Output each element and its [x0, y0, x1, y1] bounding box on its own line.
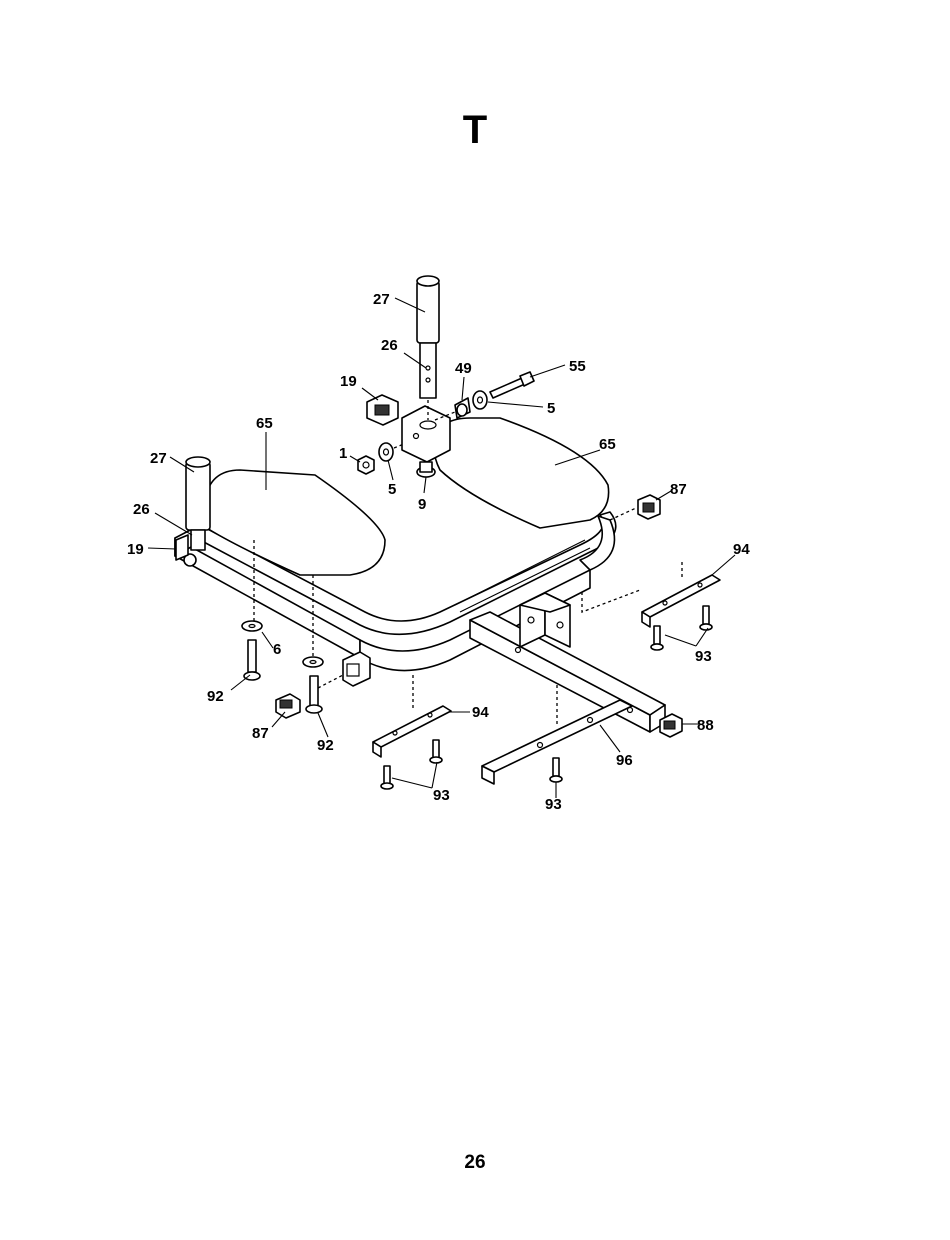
label-55: 55	[569, 358, 586, 375]
bolt-55	[490, 372, 534, 398]
label-65-left: 65	[256, 415, 273, 432]
label-5-left: 5	[388, 481, 396, 498]
label-9: 9	[418, 496, 426, 513]
left-pad	[203, 470, 385, 575]
label-19-left: 19	[127, 541, 144, 558]
label-93-bottom: 93	[545, 796, 562, 813]
label-26-left: 26	[133, 501, 150, 518]
label-19-top: 19	[340, 373, 357, 390]
label-6: 6	[273, 641, 281, 658]
label-5-right: 5	[547, 400, 555, 417]
center-post	[417, 276, 439, 398]
label-94-right: 94	[733, 541, 750, 558]
page-number: 26	[0, 1152, 950, 1174]
bolt-92-left	[244, 640, 260, 680]
cap-87-right	[638, 495, 660, 519]
knob-9	[417, 462, 435, 477]
part-labels: 27 26 19 49 55 5 65 1 5 9 65 87 27 26 19…	[127, 291, 750, 813]
label-65-right: 65	[599, 436, 616, 453]
cap-19-left	[176, 535, 188, 560]
label-93-right: 93	[695, 648, 712, 665]
label-27-left: 27	[150, 450, 167, 467]
label-96: 96	[616, 752, 633, 769]
nut-1	[358, 456, 374, 474]
cap-19-top	[367, 395, 398, 425]
bolt-92-right	[306, 676, 322, 713]
label-92-left: 92	[207, 688, 224, 705]
label-88: 88	[697, 717, 714, 734]
label-1: 1	[339, 445, 347, 462]
label-26-center: 26	[381, 337, 398, 354]
label-92-right: 92	[317, 737, 334, 754]
right-pad	[434, 418, 608, 528]
label-87-right: 87	[670, 481, 687, 498]
frame-tube-end	[343, 652, 370, 686]
pad-bracket	[402, 406, 450, 462]
label-27-center: 27	[373, 291, 390, 308]
upright-bracket	[520, 593, 570, 647]
washer-5-right	[473, 391, 487, 409]
label-93-center: 93	[433, 787, 450, 804]
washer-5-left	[379, 443, 393, 461]
cap-87-left	[276, 694, 300, 718]
label-49: 49	[455, 360, 472, 377]
label-94-center: 94	[472, 704, 489, 721]
spacer-49	[455, 398, 470, 418]
label-87-left: 87	[252, 725, 269, 742]
